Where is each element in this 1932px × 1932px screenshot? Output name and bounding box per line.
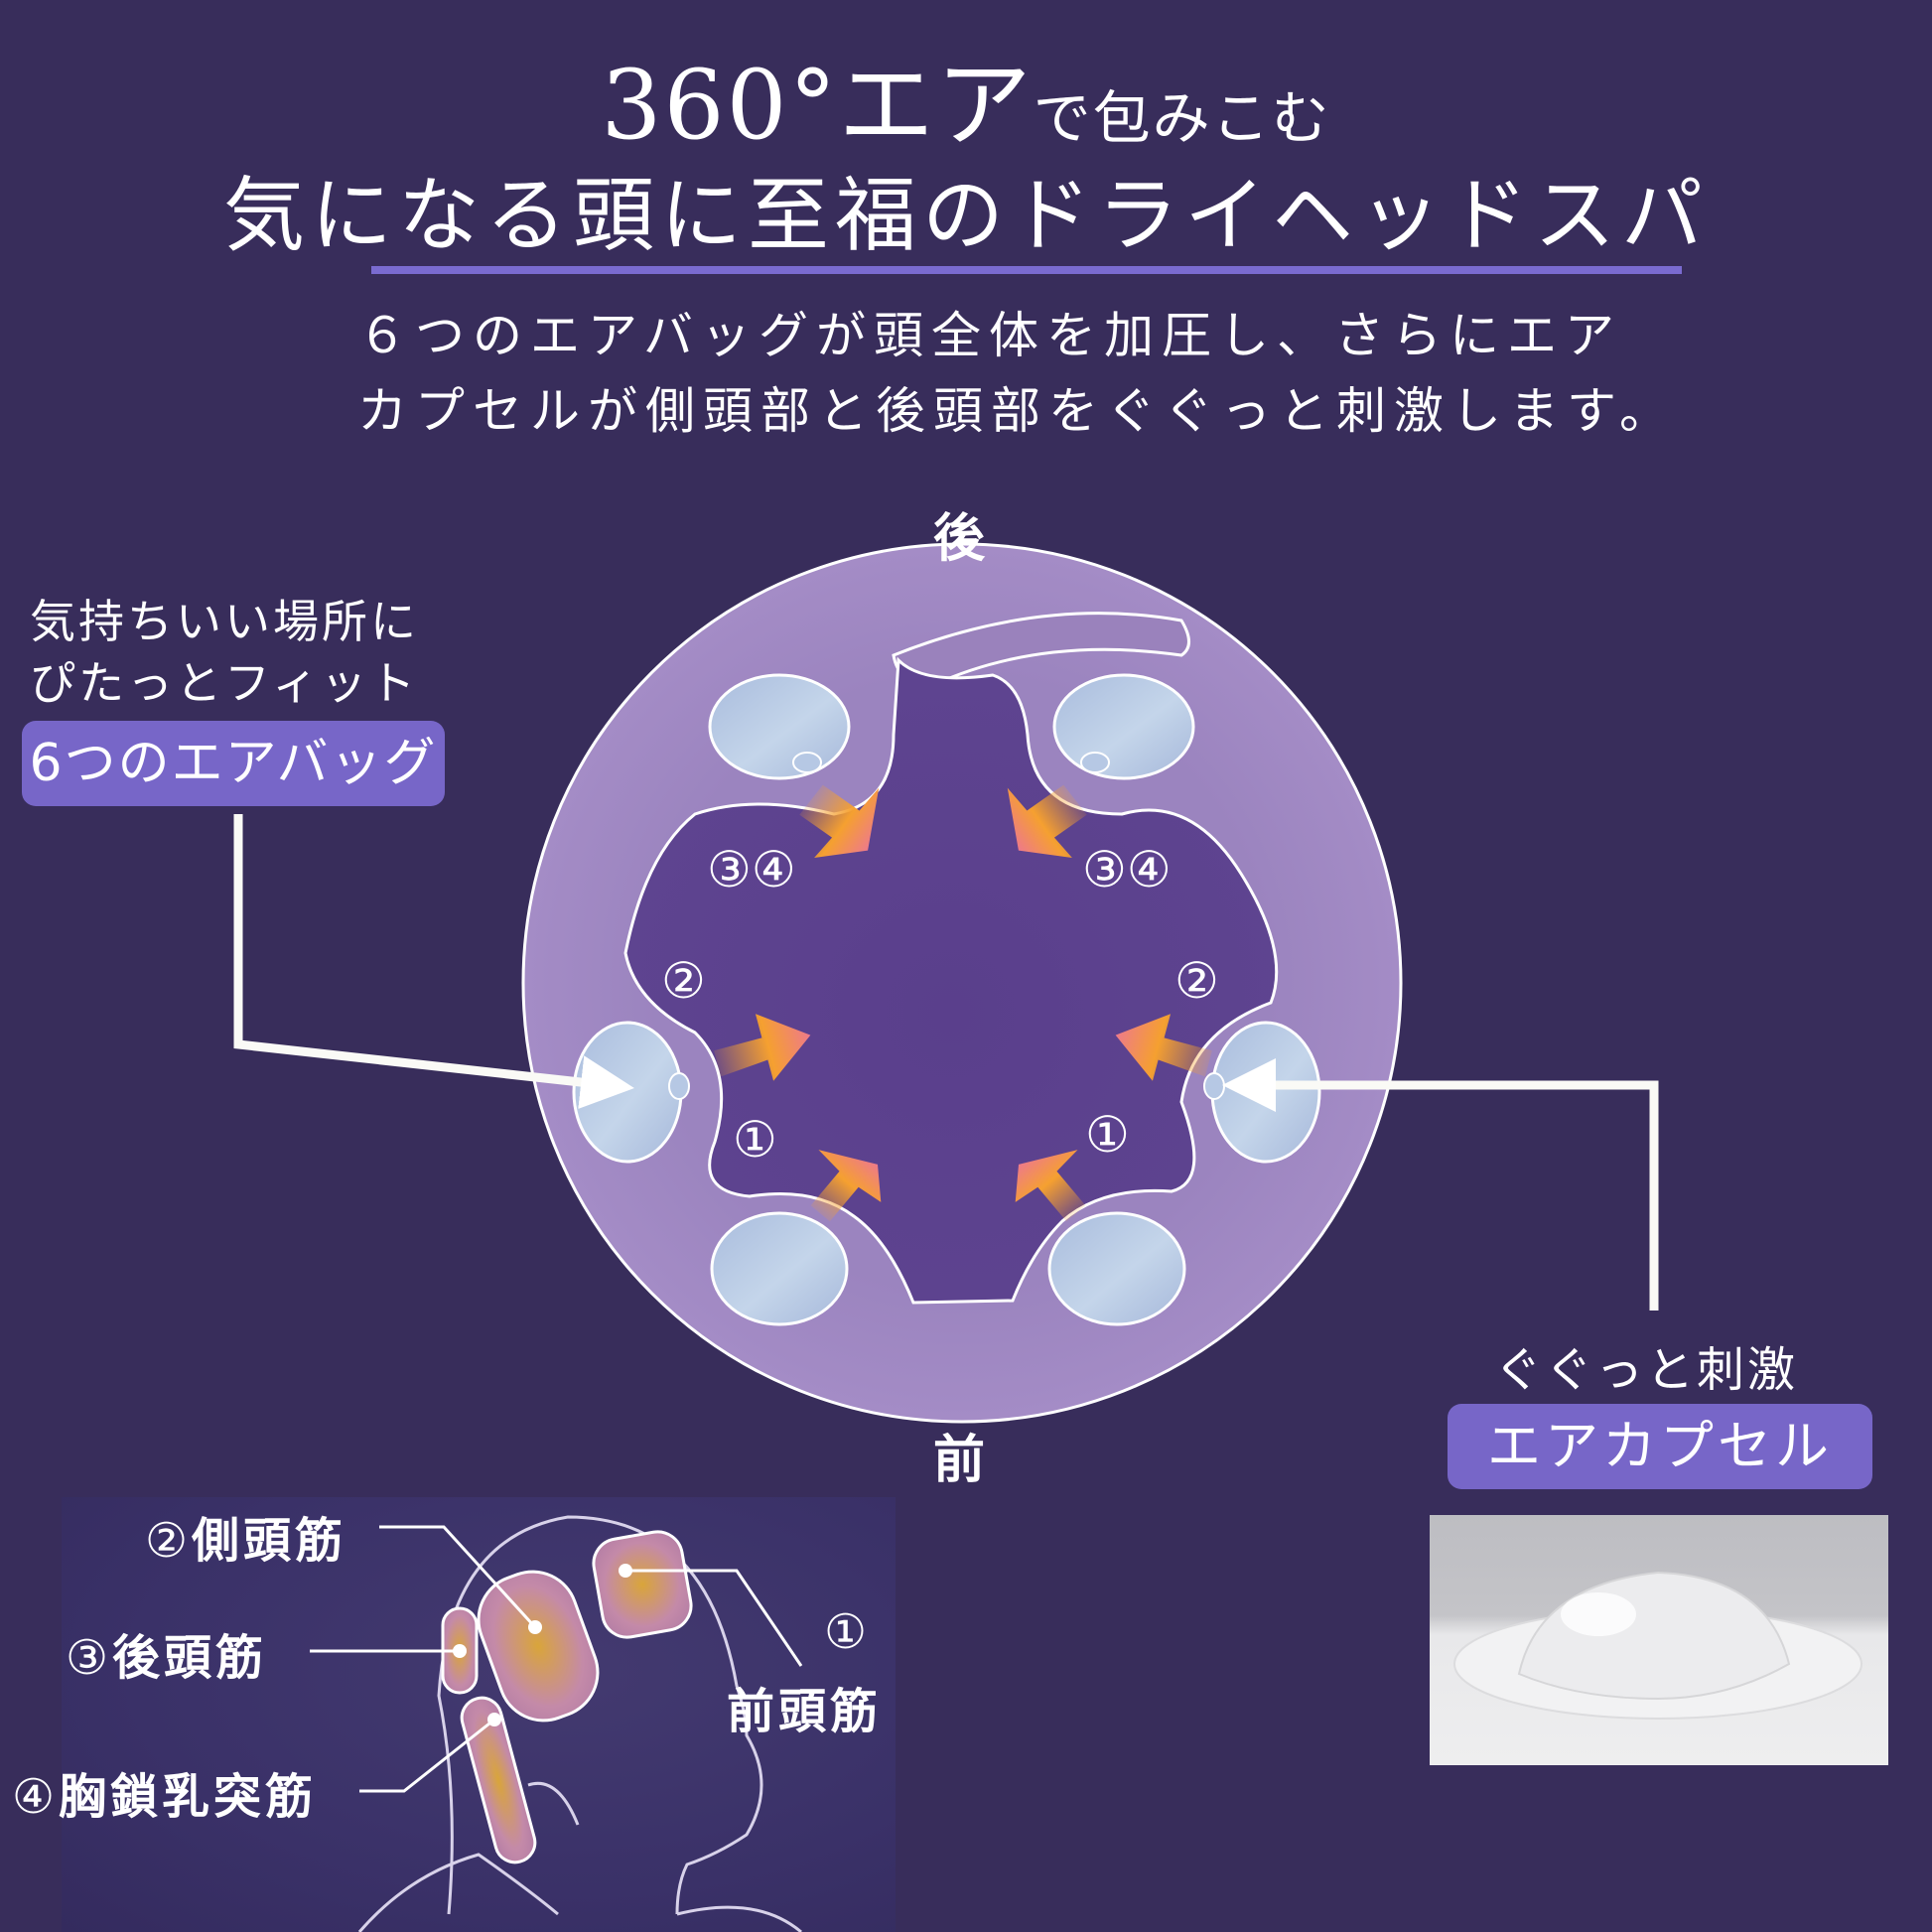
direction-back-label: 後 bbox=[933, 508, 986, 569]
zone-label-low-left: ① bbox=[733, 1111, 777, 1169]
zone-label-top-left: ③④ bbox=[707, 841, 796, 898]
headline-large: 360°エア bbox=[601, 50, 1034, 161]
muscle-number-frontal: ① bbox=[824, 1604, 872, 1660]
zone-label-mid-right: ② bbox=[1174, 952, 1219, 1010]
direction-front-label: 前 bbox=[933, 1430, 986, 1490]
head-muscle-panel: ②側頭筋 ③後頭筋 ④胸鎖乳突筋 ① 前頭筋 bbox=[12, 1497, 896, 1932]
airbag-caption-line-2: ぴたっとフィット bbox=[30, 656, 419, 710]
air-capsule-photo bbox=[1430, 1515, 1888, 1765]
pressure-arrows bbox=[714, 784, 1212, 1222]
airbag-bottom-right bbox=[1047, 1211, 1186, 1326]
airbag-top-left bbox=[708, 673, 851, 780]
capsule-caption: ぐぐっと刺激 bbox=[1494, 1342, 1799, 1398]
airbag-caption-line-1: 気持ちいい場所に bbox=[30, 595, 419, 648]
inner-cavity bbox=[623, 656, 1279, 1305]
muscle-label-temporal: ②側頭筋 bbox=[145, 1513, 347, 1569]
head-outline bbox=[310, 1515, 803, 1932]
lead-line-2: カプセルが側頭部と後頭部をぐぐっと刺激します。 bbox=[357, 382, 1677, 440]
muscle-label-occipital: ③後頭筋 bbox=[66, 1630, 268, 1686]
lead-line-1: ６つのエアバッグが頭全体を加圧し、さらにエア bbox=[357, 307, 1622, 364]
capsule-connector-line bbox=[1222, 1058, 1659, 1311]
muscle-frontal bbox=[592, 1530, 693, 1639]
muscle-label-frontal: 前頭筋 bbox=[727, 1684, 883, 1739]
muscle-label-scm: ④胸鎖乳突筋 bbox=[12, 1769, 318, 1825]
zone-label-top-right: ③④ bbox=[1082, 841, 1172, 898]
airbag-bottom-left bbox=[710, 1211, 849, 1326]
zone-label-low-right: ① bbox=[1085, 1106, 1130, 1164]
airbag-caption: 気持ちいい場所に ぴたっとフィット bbox=[30, 591, 419, 714]
airbag-connector-line bbox=[233, 814, 634, 1109]
airbag-top-right bbox=[1052, 673, 1195, 780]
headline-line-1: 360°エアで包みこむ bbox=[0, 28, 1932, 166]
capsule-label-pill: エアカプセル bbox=[1448, 1404, 1872, 1489]
muscle-scm bbox=[460, 1696, 537, 1864]
headline-line-2: 気になる頭に至福のドライヘッドスパ bbox=[222, 169, 1709, 263]
title-underline bbox=[371, 266, 1682, 274]
airbag-label-pill: 6つのエアバッグ bbox=[22, 721, 445, 806]
zone-label-mid-left: ② bbox=[661, 952, 706, 1010]
lead-text: ６つのエアバッグが頭全体を加圧し、さらにエア カプセルが側頭部と後頭部をぐぐっと… bbox=[357, 298, 1727, 449]
headline-small: で包みこむ bbox=[1033, 84, 1331, 152]
muscle-temporal bbox=[477, 1570, 600, 1723]
